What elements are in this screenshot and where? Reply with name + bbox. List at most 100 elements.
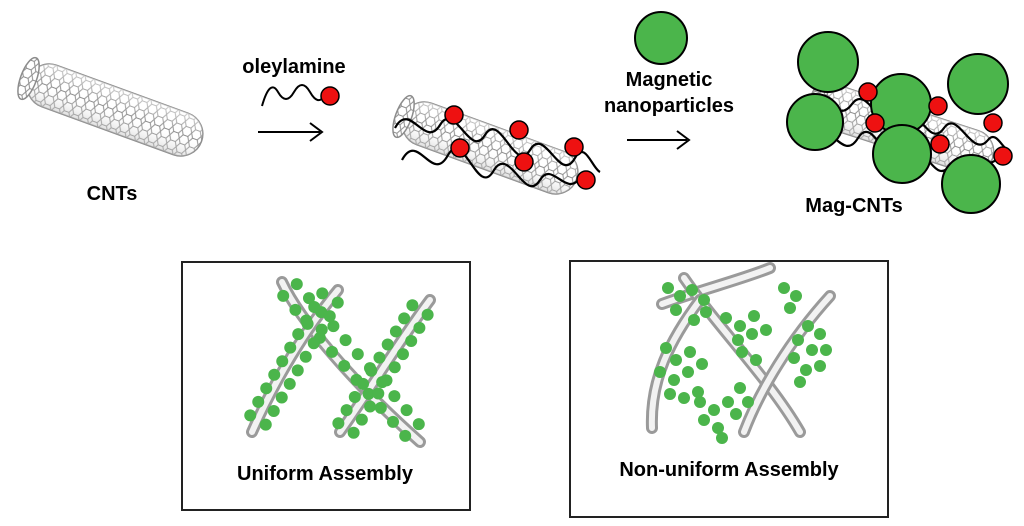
- nanoparticle-dot: [289, 303, 302, 316]
- nanoparticle-dot: [290, 278, 303, 291]
- nanoparticle-dot: [348, 390, 361, 403]
- magnetic-label-line1: Magnetic: [626, 69, 713, 91]
- nanoparticle-dot: [338, 359, 351, 372]
- mag-cnts-composite-icon: [786, 31, 1013, 214]
- nanoparticle-dot: [784, 302, 796, 314]
- nanoparticle-dot: [688, 314, 700, 326]
- nanoparticle-dot: [399, 429, 412, 442]
- nanoparticle-dot: [339, 334, 352, 347]
- nanoparticle-dot: [662, 282, 674, 294]
- nanoparticle-dot: [302, 292, 315, 305]
- nanoparticle-dot: [800, 364, 812, 376]
- nanoparticle-dot: [340, 404, 353, 417]
- nanoparticle-dot: [268, 368, 281, 381]
- nanoparticle-dot: [792, 334, 804, 346]
- nanoparticle-dot: [283, 377, 296, 390]
- nanoparticle-dot: [284, 341, 297, 354]
- nanoparticle-dot: [788, 352, 800, 364]
- nanoparticle-dot: [742, 396, 754, 408]
- nanoparticle-dot: [421, 308, 434, 321]
- nanoparticle-dot: [362, 387, 375, 400]
- nanoparticle-dot: [664, 388, 676, 400]
- bare-nanotube-icon: [12, 54, 210, 163]
- nanoparticle-dot: [351, 348, 364, 361]
- uniform-nanoparticles: [244, 278, 434, 442]
- nanoparticle-dot: [389, 325, 402, 338]
- nanoparticle-dot: [806, 344, 818, 356]
- nanoparticle-dot: [300, 314, 313, 327]
- nanoparticle-dot: [674, 290, 686, 302]
- nanoparticle-dot: [331, 296, 344, 309]
- nanoparticle-dot: [299, 350, 312, 363]
- right-arrow-icon: [627, 130, 691, 150]
- nanoparticle-dot: [720, 312, 732, 324]
- nanoparticle-dot: [244, 409, 257, 422]
- nanoparticle-dot: [412, 418, 425, 431]
- nanoparticle-dot: [820, 344, 832, 356]
- nanoparticle-dot: [267, 405, 280, 418]
- magnetic-nanoparticle-icon: [634, 11, 688, 65]
- nanoparticle-dot: [732, 334, 744, 346]
- nanoparticle-dot: [355, 413, 368, 426]
- nanoparticle-dot: [814, 360, 826, 372]
- nanoparticle-dot: [682, 366, 694, 378]
- nanoparticle-dot: [700, 306, 712, 318]
- nanoparticle-dot: [405, 335, 418, 348]
- magnetic-label-line2: nanoparticles: [604, 95, 734, 117]
- nanoparticle-dot: [730, 408, 742, 420]
- nanoparticle-dot: [698, 294, 710, 306]
- nanoparticle-dot: [778, 282, 790, 294]
- nanoparticle-dot: [698, 414, 710, 426]
- non-uniform-nanoparticles: [654, 282, 832, 444]
- nanoparticle-dot: [684, 346, 696, 358]
- nanoparticle-dot: [365, 364, 378, 377]
- nanoparticle-dot: [678, 392, 690, 404]
- nanoparticle-dot: [326, 345, 339, 358]
- nanoparticle-dot: [316, 287, 329, 300]
- oleylamine-coated-nanotube-icon: [387, 92, 601, 201]
- nanoparticle-dot: [381, 338, 394, 351]
- nanoparticle-dot: [276, 355, 289, 368]
- nanoparticle-dot: [275, 391, 288, 404]
- nanoparticle-dot: [814, 328, 826, 340]
- nanoparticle-dot: [398, 312, 411, 325]
- nanoparticle-dot: [406, 299, 419, 312]
- nanoparticle-dot: [307, 337, 320, 350]
- nanoparticle-dot: [388, 361, 401, 374]
- nanoparticle-dot: [292, 328, 305, 341]
- nanoparticle-dot: [252, 395, 265, 408]
- nanoparticle-dot: [722, 396, 734, 408]
- nanoparticle-dot: [736, 346, 748, 358]
- nanoparticle-dot: [670, 304, 682, 316]
- nanoparticle-dot: [668, 374, 680, 386]
- non-uniform-assembly-label: Non-uniform Assembly: [619, 459, 839, 481]
- nanoparticle-dot: [332, 417, 345, 430]
- nanoparticle-dot: [277, 289, 290, 302]
- nanoparticle-dot: [670, 354, 682, 366]
- nanoparticle-dot: [357, 377, 370, 390]
- uniform-assembly-label: Uniform Assembly: [237, 463, 414, 485]
- nanoparticle-dot: [794, 376, 806, 388]
- nanoparticle-dot: [347, 426, 360, 439]
- nanoparticle-dot: [734, 320, 746, 332]
- mag-cnts-label: Mag-CNTs: [805, 195, 902, 217]
- nanoparticle-dot: [790, 290, 802, 302]
- nanoparticle-dot: [388, 390, 401, 403]
- nanoparticle-dot: [260, 382, 273, 395]
- nanoparticle-dot: [372, 387, 385, 400]
- nanoparticle-dot: [315, 323, 328, 336]
- nanoparticle-dot: [387, 415, 400, 428]
- nanoparticle-dot: [760, 324, 772, 336]
- nanoparticle-dot: [708, 404, 720, 416]
- nanoparticle-dot: [364, 400, 377, 413]
- right-arrow-icon: [258, 122, 324, 142]
- nanoparticle-dot: [696, 358, 708, 370]
- nanoparticle-dot: [400, 404, 413, 417]
- nanoparticle-dot: [716, 432, 728, 444]
- nanoparticle-dot: [380, 374, 393, 387]
- nanoparticle-dot: [413, 321, 426, 334]
- nanoparticle-dot: [259, 418, 272, 431]
- nanoparticle-dot: [748, 310, 760, 322]
- nanoparticle-dot: [374, 401, 387, 414]
- nanoparticle-dot: [692, 386, 704, 398]
